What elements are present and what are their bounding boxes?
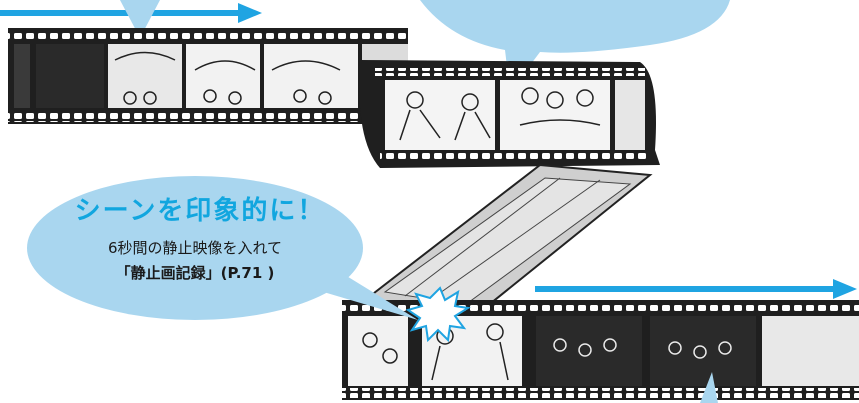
speech-bubble-icon — [120, 0, 730, 92]
flash-burst-icon — [405, 286, 471, 343]
film-strip-1 — [8, 28, 408, 124]
film-strip-3 — [362, 163, 653, 322]
arrow-right-icon — [535, 279, 857, 299]
film-strip-2 — [359, 60, 660, 168]
speech-bubble-icon — [27, 176, 418, 320]
pointer-icon — [700, 372, 718, 403]
arrow-right-icon — [0, 3, 262, 23]
